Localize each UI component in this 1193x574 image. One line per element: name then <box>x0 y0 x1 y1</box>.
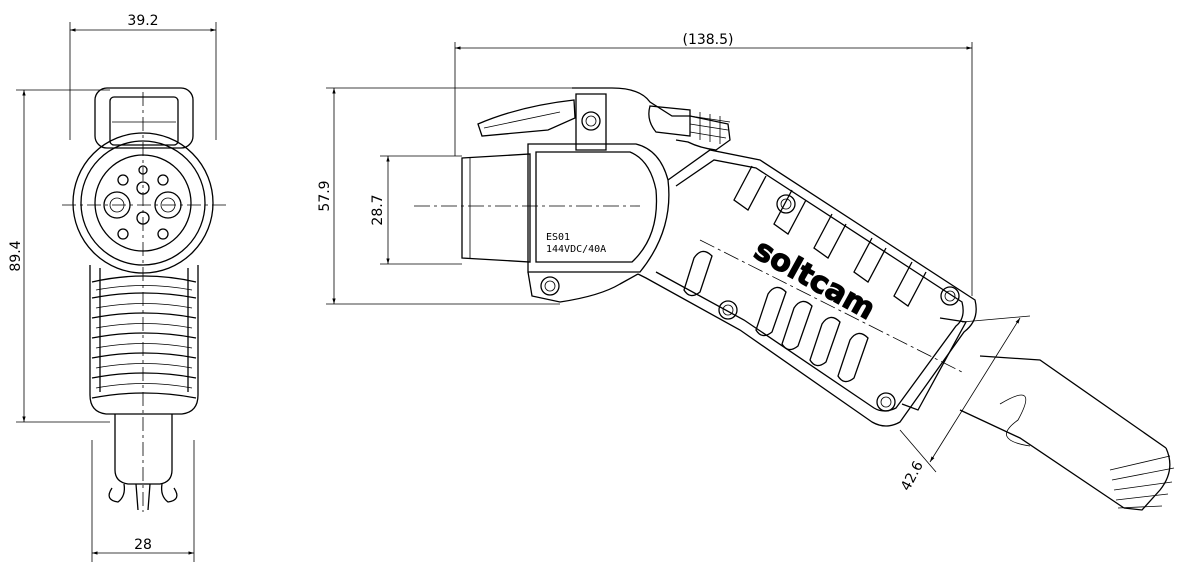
dim-side-length: (138.5) <box>682 32 733 48</box>
front-handle-ribs <box>91 275 197 399</box>
side-view <box>414 87 1175 511</box>
front-view <box>62 87 228 512</box>
dim-side-inner-height: 28.7 <box>370 194 386 225</box>
side-dimensions: (138.5) 57.9 28.7 42.6 <box>317 32 1031 494</box>
side-screws <box>718 194 960 412</box>
side-handle-ribs-top <box>733 165 927 307</box>
dim-front-bottom-width: 28 <box>134 537 152 553</box>
side-handle-ribs-bottom <box>683 250 869 383</box>
marking-model: ES01 <box>546 232 570 243</box>
dim-cable-width: 42.6 <box>898 459 927 494</box>
front-dimensions: 39.2 89.4 28 <box>8 13 217 562</box>
dim-side-height: 57.9 <box>317 180 333 211</box>
dim-front-height: 89.4 <box>8 240 24 271</box>
dim-front-width: 39.2 <box>127 13 158 29</box>
marking-rating: 144VDC/40A <box>546 244 606 255</box>
